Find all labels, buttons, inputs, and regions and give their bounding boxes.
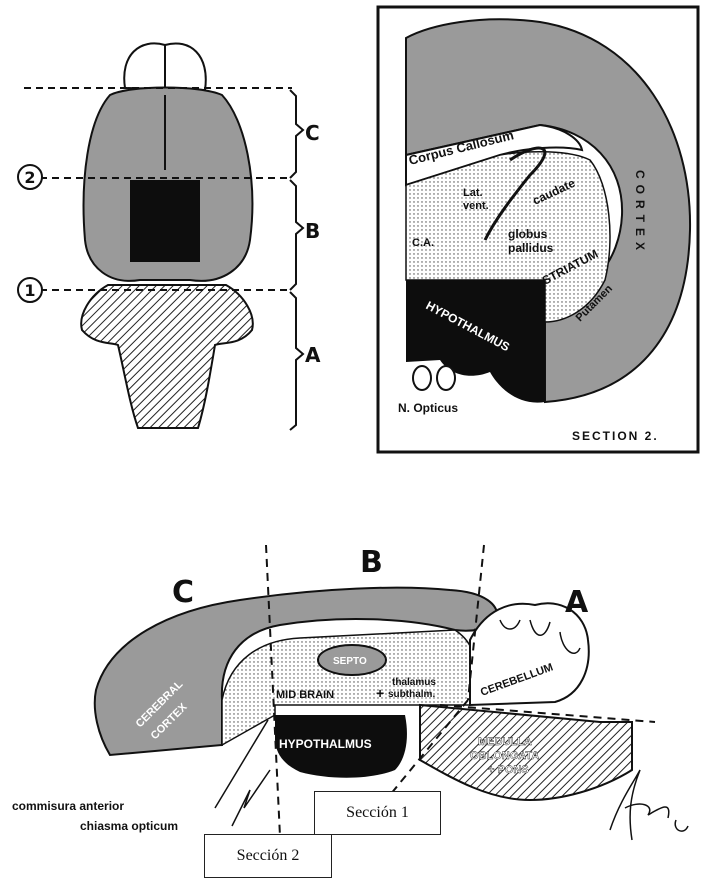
label-chiasma: chiasma opticum (80, 819, 178, 833)
sagittal-region-b: B (360, 545, 383, 580)
label-ca: C.A. (412, 237, 434, 249)
region-label-b: B (305, 219, 320, 243)
label-globus: globus (508, 227, 548, 241)
brainstem (81, 285, 253, 428)
label-plus: + (376, 685, 384, 701)
label-sag-hypothalmus: HYPOTHALMUS (279, 737, 372, 751)
label-medulla: MEDULLA (478, 736, 532, 748)
bracket-b (290, 180, 303, 290)
section2-panel: Corpus Callosum Lat. vent. caudate globu… (378, 7, 698, 452)
label-oblongata: OBLONGATA (470, 750, 539, 762)
bracket-c (290, 90, 303, 178)
label-pallidus: pallidus (508, 241, 554, 255)
section2-title: SECTION 2. (572, 429, 659, 443)
marker-1-label: 1 (24, 281, 35, 300)
label-pons: + PONS (488, 764, 529, 776)
label-vent: vent. (463, 200, 489, 212)
pointer-chiasma (232, 770, 270, 826)
optic-nerve-right (437, 366, 455, 390)
label-mid-brain: MID BRAIN (276, 689, 334, 701)
marker-2-label: 2 (24, 168, 35, 187)
label-n-opticus: N. Opticus (398, 401, 458, 415)
seccion2-box: Sección 2 (204, 834, 332, 878)
seccion1-box: Sección 1 (314, 791, 441, 835)
region-label-a: A (305, 343, 321, 367)
sagittal-region-a: A (565, 585, 589, 620)
label-subthalm: subthalm. (388, 689, 435, 700)
sagittal-region-c: C (172, 575, 194, 610)
region-label-c: C (305, 121, 320, 145)
dorsal-brain-view: C B A 2 1 (18, 43, 321, 430)
bracket-a (290, 292, 303, 430)
artist-signature (610, 770, 688, 840)
optic-nerve-left (413, 366, 431, 390)
label-septo: SEPTO (333, 656, 367, 667)
label-lat: Lat. (463, 187, 483, 199)
label-cortex: CORTEX (633, 170, 647, 256)
label-thalamus: thalamus (392, 677, 436, 688)
midbrain-block (130, 180, 200, 262)
label-commisura: commisura anterior (12, 799, 124, 813)
